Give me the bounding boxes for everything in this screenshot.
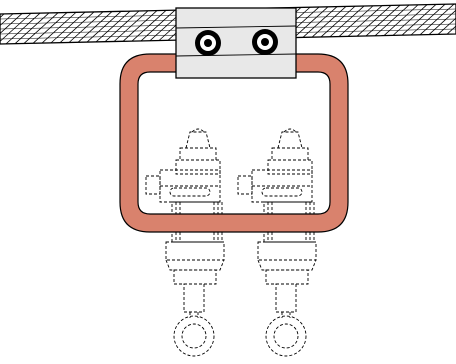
dashed-clamp-device-right [237, 128, 317, 357]
conductive-loop [119, 53, 349, 233]
bolt-left [195, 30, 221, 56]
bolt-right [252, 29, 278, 55]
dashed-clamp-device-left [145, 128, 225, 357]
cable-clamp [175, 7, 297, 79]
